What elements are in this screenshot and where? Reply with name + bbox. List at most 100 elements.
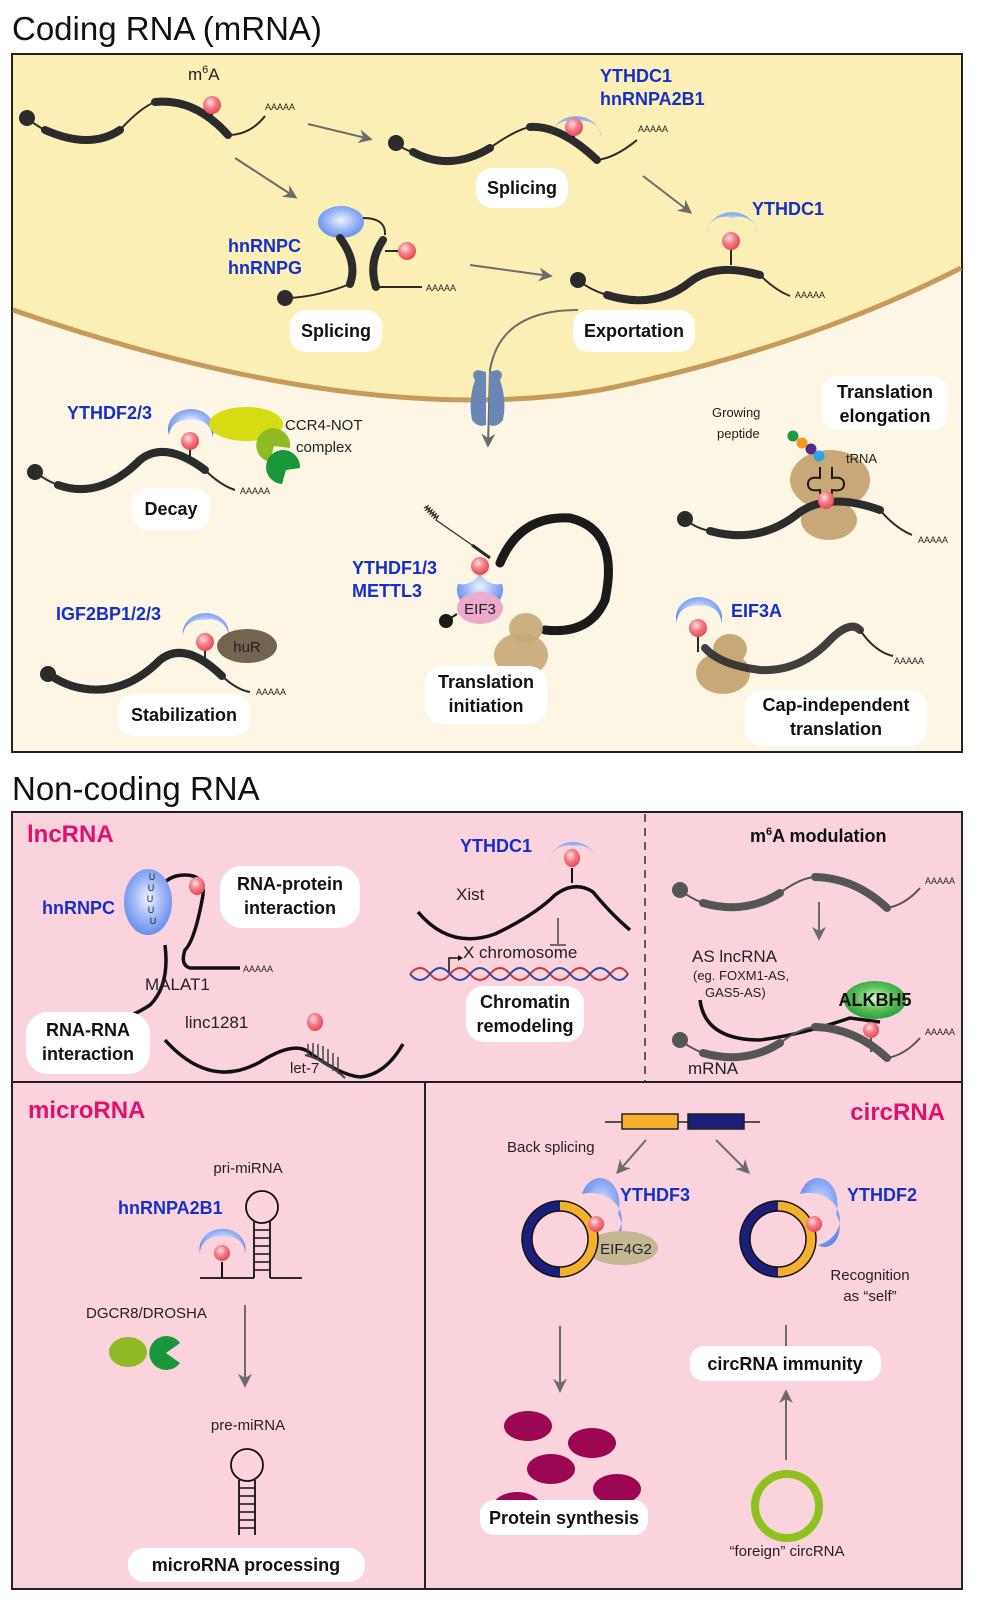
deadenylase-icon: [266, 450, 301, 484]
translation-elongation-pill: [822, 376, 948, 430]
alkbh5-label: ALKBH5: [838, 990, 911, 1010]
growing-peptide-label: peptide: [717, 426, 760, 441]
recognition-label: as “self”: [843, 1288, 896, 1305]
trna-label: tRNA: [846, 451, 877, 466]
cap-independent-pill: [745, 690, 927, 746]
noncoding-panel: [11, 811, 963, 1590]
uridine-label: U: [148, 905, 155, 915]
pri-mirna-hairpin-icon: [200, 1190, 302, 1279]
splicing-label: Splicing: [487, 178, 557, 198]
protein-ythdf1-3: YTHDF1/3: [352, 558, 437, 578]
arrow: [616, 1139, 647, 1175]
protein-ythdc1: YTHDC1: [752, 199, 824, 219]
m6a-mark-icon: [863, 1022, 879, 1038]
protein-ythdf2-3: YTHDF2/3: [67, 403, 152, 423]
m6a-mark-icon: [214, 1245, 230, 1261]
drosha-icon: [149, 1336, 180, 1370]
chromatin-remodeling-pill: [466, 986, 584, 1042]
protein-igf2bp: IGF2BP1/2/3: [56, 604, 161, 624]
ribosome-large-icon: [790, 450, 870, 510]
translation-initiation-label: initiation: [449, 696, 524, 716]
promoter-arrow-icon: [448, 957, 460, 972]
linc1281-label: linc1281: [185, 1013, 248, 1032]
circrna-section: Back splicing EIF4G2 YTHDF3 Protein synt…: [480, 1113, 917, 1560]
rna-rna-label: interaction: [42, 1044, 134, 1064]
reader-protein-icon: [199, 1228, 246, 1253]
recognition-label: Recognition: [830, 1267, 909, 1284]
growing-peptide-label: Growing: [712, 405, 760, 420]
exportation-label: Exportation: [584, 321, 684, 341]
polya-tail: AAAAA: [243, 964, 273, 974]
uridine-label: U: [147, 894, 154, 904]
base-pairing-icon: [307, 1043, 339, 1074]
m6a-modulation: m6A modulation AAAAA AS lncRNA (eg. FOXM…: [672, 826, 955, 1078]
eif3a-protein-icon: [676, 597, 722, 623]
m6a-mark-icon: [806, 1216, 822, 1232]
hur-label: huR: [233, 639, 261, 656]
polya-tail: AAAAA: [240, 486, 270, 496]
eif4g2-label: EIF4G2: [600, 1241, 652, 1258]
ccr4-not-label: CCR4-NOT: [285, 417, 363, 434]
polya-tail: AAAAA: [894, 656, 924, 666]
translation-initiation-label: Translation: [438, 672, 534, 692]
foreign-circrna-label: “foreign” circRNA: [729, 1543, 844, 1560]
protein-hnrnpa2b1: hnRNPA2B1: [118, 1198, 223, 1218]
rna-protein-pill: [220, 866, 360, 928]
rna-protein-label: interaction: [244, 898, 336, 918]
linc1281-interaction: linc1281 let-7 RNA-RNA interaction: [26, 1012, 405, 1079]
protein-ythdc1: YTHDC1: [600, 66, 672, 86]
protein-hnrnpc: hnRNPC: [42, 898, 115, 918]
m6a-mark-icon: [564, 849, 580, 867]
exportation-pill: [573, 310, 695, 352]
back-splicing-label: Back splicing: [507, 1139, 595, 1156]
malat1-interaction: U U U U U AAAAA hnRNPC MALAT1 RNA-protei…: [42, 866, 360, 1022]
circrna-immunity-pill: [690, 1346, 881, 1381]
lncrna-title: lncRNA: [27, 821, 114, 848]
m6a-mark-icon: [565, 118, 583, 136]
cap-independent-translation: AAAAA EIF3A Cap-independent translation: [676, 597, 927, 746]
export-arrow: [481, 309, 579, 448]
m6a-mark-icon: [588, 1216, 604, 1232]
m6a-modulation-title: m6A modulation: [750, 826, 886, 846]
xist-chromatin: YTHDC1 Xist X chromosome Chromatin remod…: [409, 836, 632, 1042]
nuclear-membrane: [12, 265, 963, 403]
ythdf2-protein-icon: [800, 1178, 840, 1248]
protein-hnrnpg: hnRNPG: [228, 258, 302, 278]
foreign-circrna-icon: [751, 1470, 823, 1542]
eif3-label: EIF3: [464, 601, 496, 618]
protein-eif3a: EIF3A: [731, 601, 782, 621]
arrow: [469, 264, 553, 282]
splicing-label: Splicing: [301, 321, 371, 341]
xist-label: Xist: [456, 885, 485, 904]
protein-synthesis-label: Protein synthesis: [489, 1508, 639, 1528]
microrna-title: microRNA: [28, 1097, 145, 1124]
circrna-immunity-label: circRNA immunity: [707, 1354, 862, 1374]
polya-tail: AAAAA: [925, 1027, 955, 1037]
microrna-processing-label: microRNA processing: [152, 1555, 340, 1575]
ccr4-not-label: complex: [296, 439, 352, 456]
m6a-mark-icon: [471, 557, 489, 575]
m6a-mark-icon: [196, 633, 214, 651]
polya-tail: AAAAA: [256, 687, 286, 697]
splicing-pill: [476, 168, 568, 208]
exon-orange: [621, 1113, 679, 1130]
eif4g2-protein-icon: [586, 1231, 658, 1265]
rna-rna-pill: [26, 1012, 150, 1074]
as-lncrna-example: GAS5-AS): [705, 985, 766, 1000]
splicing-ythdc1: AAAAA YTHDC1 hnRNPA2B1 Splicing: [388, 66, 705, 208]
dgcr8-icon: [109, 1337, 147, 1367]
exon-navy: [687, 1113, 745, 1130]
arrow: [642, 175, 693, 214]
polya-tail: AAAAA: [638, 124, 668, 134]
m6a-mark-icon: [818, 491, 834, 509]
decay: AAAAA YTHDF2/3 CCR4-NOT complex Decay: [27, 403, 363, 530]
chromatin-remodeling-label: Chromatin: [480, 992, 570, 1012]
translation-elongation-label: Translation: [837, 382, 933, 402]
mrna-label: mRNA: [688, 1059, 739, 1078]
translation-initiation: EIF3 YTHDF1/3 METTL3 Translation initiat…: [352, 504, 613, 724]
rna-rna-label: RNA-RNA: [46, 1020, 130, 1040]
pri-mirna-label: pri-miRNA: [213, 1160, 282, 1177]
deadenylase-icon: [256, 428, 291, 462]
m6a-mark-icon: [181, 432, 199, 450]
polya-tail: AAAAA: [265, 102, 295, 112]
